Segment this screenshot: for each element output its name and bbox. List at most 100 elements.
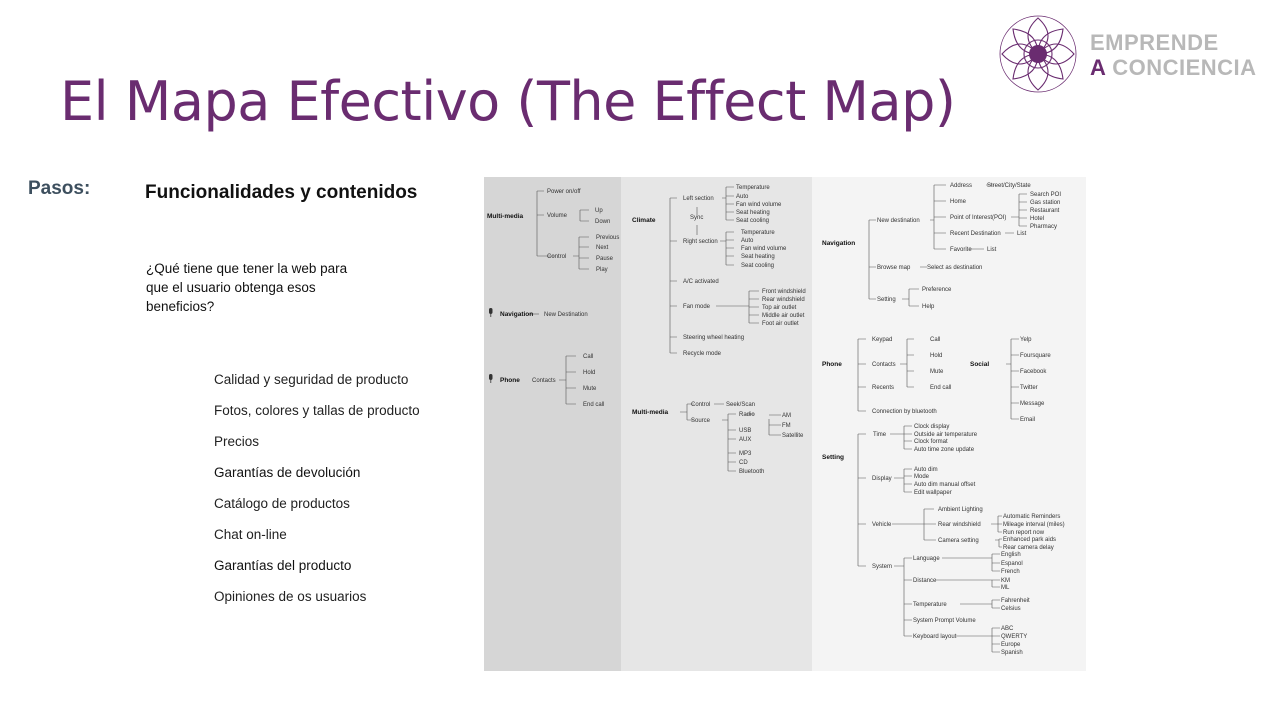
map-node-label: Contacts — [872, 362, 896, 368]
map-node-label: Seat cooling — [741, 263, 774, 269]
map-node-label: English — [1001, 552, 1021, 558]
map-node-label: Auto dim — [914, 467, 938, 473]
map-node-label: Yelp — [1020, 337, 1032, 343]
map-node-label: New Destination — [544, 312, 588, 318]
list-item: Opiniones de os usuarios — [214, 589, 367, 604]
map-node-label: KM — [1001, 578, 1010, 584]
map-node-label: Up — [595, 208, 603, 214]
map-node-label: Hold — [583, 370, 595, 376]
map-node-label: End call — [930, 385, 951, 391]
map-node-label: Auto — [736, 194, 749, 200]
map-node-label: Rear windshield — [762, 297, 805, 303]
map-node-label: Seek/Scan — [726, 402, 755, 408]
map-node-label: Mute — [930, 369, 944, 375]
map-node-label: Run report now — [1003, 530, 1045, 536]
map-node-label: Mute — [583, 386, 597, 392]
map-node-label: ABC — [1001, 626, 1014, 632]
map-node-label: Recycle mode — [683, 351, 722, 357]
map-node-label: CD — [739, 460, 748, 466]
section-heading: Funcionalidades y contenidos — [145, 182, 418, 203]
map-node-label: Seat cooling — [736, 218, 769, 224]
map-node-label: Play — [596, 267, 608, 273]
map-node-label: Source — [691, 418, 711, 424]
map-node-label: Temperature — [741, 230, 775, 236]
map-node-label: Fan wind volume — [736, 202, 782, 208]
list-item: Garantías de devolución — [214, 465, 361, 480]
map-node-label: Next — [596, 245, 609, 251]
map-node-label: Europe — [1001, 642, 1021, 648]
map-node-label: Display — [872, 476, 892, 482]
map-node-label: Auto dim manual offset — [914, 482, 976, 488]
map-node-label: Message — [1020, 401, 1045, 407]
feature-list: Calidad y seguridad de producto Fotos, c… — [214, 372, 420, 620]
brand-name-a: A — [1090, 55, 1106, 80]
map-node-label: Middle air outlet — [762, 313, 805, 319]
map-node-label: Seat heating — [741, 254, 775, 260]
pasos-label: Pasos: — [28, 178, 91, 199]
map-node-label: FM — [782, 423, 791, 429]
map-node-label: Keyboard layout — [913, 634, 957, 640]
list-item: Chat on-line — [214, 527, 287, 542]
map-node-label: System Prompt Volume — [913, 618, 976, 624]
map-node-label: Select as destination — [927, 265, 982, 271]
map-node-label: Clock display — [914, 424, 949, 430]
map-node-label: Pause — [596, 256, 614, 262]
map-node-label: Fan mode — [683, 304, 711, 310]
map-node-label: Volume — [547, 213, 568, 219]
map-node-label: Foot air outlet — [762, 321, 799, 327]
map-node-label: Browse map — [877, 265, 911, 271]
map-node-label: QWERTY — [1001, 634, 1027, 640]
map-node-label: New destination — [877, 218, 920, 224]
map-node-label: Call — [930, 337, 940, 343]
map-node-label: Satellite — [782, 433, 804, 439]
lotus-logo-icon — [999, 15, 1077, 93]
map-node-label: USB — [739, 428, 751, 434]
map-node-label: Restaurant — [1030, 208, 1060, 214]
map-node-label: Facebook — [1020, 369, 1047, 375]
map-node-label: Sync — [690, 215, 703, 221]
list-item: Garantías del producto — [214, 558, 352, 573]
map-node-label: Radio — [739, 412, 755, 418]
map-node-label: Call — [583, 354, 593, 360]
map-node-label: Top air outlet — [762, 305, 797, 311]
map-node-label: Enhanced park aids — [1003, 537, 1056, 543]
list-item: Calidad y seguridad de producto — [214, 372, 409, 387]
map-node-label: Control — [547, 254, 566, 260]
brand-name-line1: EMPRENDE — [1090, 30, 1219, 55]
list-item: Fotos, colores y tallas de producto — [214, 403, 420, 418]
list-item: Precios — [214, 434, 260, 449]
map-node-label: Social — [970, 361, 989, 368]
map-node-label: Street/City/State — [987, 183, 1031, 189]
microphone-icon — [489, 308, 493, 383]
map-node-label: Navigation — [822, 240, 855, 247]
map-node-label: Phone — [822, 361, 842, 368]
map-node-label: Ambient Lighting — [938, 507, 983, 513]
map-node-label: Pharmacy — [1030, 224, 1057, 230]
map-node-label: Celsius — [1001, 606, 1021, 612]
map-node-label: Keypad — [872, 337, 892, 343]
map-node-label: Auto time zone update — [914, 447, 975, 453]
map-node-label: Hotel — [1030, 216, 1044, 222]
question-text: ¿Qué tiene que tener la web para que el … — [146, 261, 348, 314]
map-node-label: Connection by bluetooth — [872, 409, 937, 415]
map-node-label: Mileage interval (miles) — [1003, 522, 1065, 528]
map-node-label: Home — [950, 199, 967, 205]
map-node-label: End call — [583, 402, 604, 408]
map-node-label: Power on/off — [547, 189, 581, 195]
map-node-label: A/C activated — [683, 279, 719, 285]
map-node-label: Language — [913, 556, 940, 562]
map-node-label: AUX — [739, 437, 751, 443]
map-node-label: Address — [950, 183, 972, 189]
map-node-label: Search POI — [1030, 192, 1061, 198]
map-node-label: Seat heating — [736, 210, 770, 216]
map-node-label: Favorite — [950, 247, 972, 253]
map-node-label: Mode — [914, 474, 930, 480]
map-node-label: Setting — [822, 454, 844, 461]
map-node-label: French — [1001, 569, 1020, 575]
map-node-label: Outside air temperature — [914, 432, 978, 438]
map-node-label: Vehicle — [872, 522, 892, 528]
map-node-label: Twitter — [1020, 385, 1038, 391]
map-node-label: Clock format — [914, 439, 948, 445]
map-node-label: Help — [922, 304, 935, 310]
